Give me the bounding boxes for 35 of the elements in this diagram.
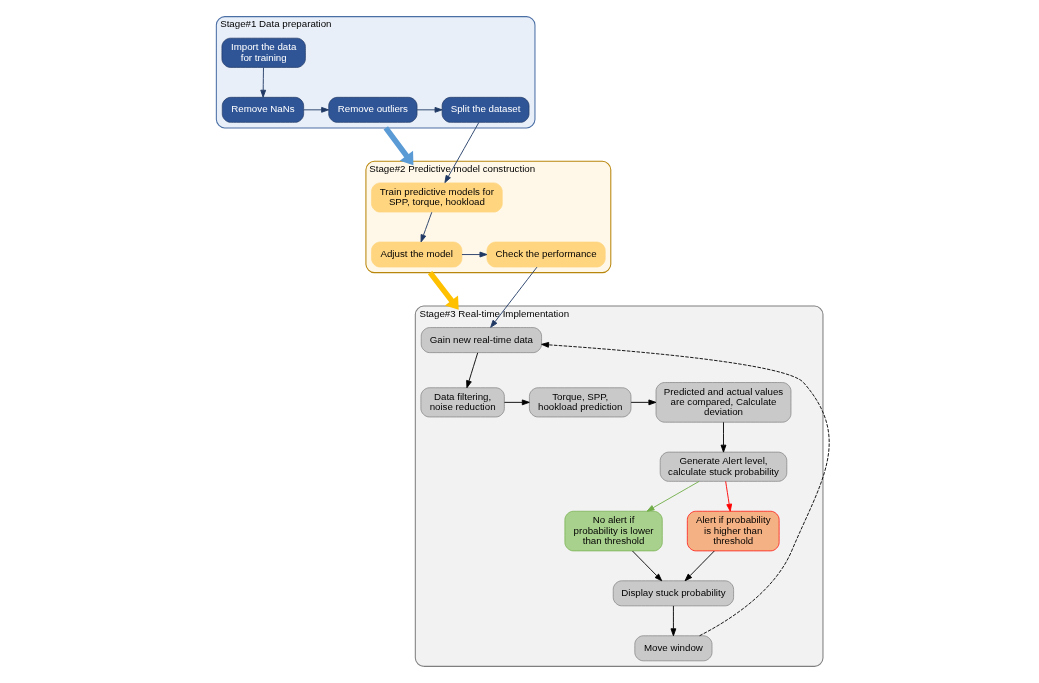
node-box: Check the performance [486,241,606,268]
arrow [631,550,662,582]
node-box: Alert if probability is higher than threshold [686,510,779,552]
arrow [503,399,530,406]
arrow [630,399,656,406]
arrow [720,421,726,453]
arrow [670,605,676,637]
node-box: Remove NaNs [221,96,304,123]
node-box: Train predictive models for SPP, torque, hookload [370,182,503,213]
node-box: No alert if probability is lower than threshold [564,510,663,552]
node-box: Generate Alert level, calculate stuck probability [659,451,787,482]
arrow [420,211,432,243]
arrow [443,122,479,184]
node-box: Display stuck probability [612,580,734,607]
arrow [489,266,537,328]
arrow [724,480,732,512]
arrow [416,106,442,113]
node-box: Move window [633,635,712,662]
arrow [461,251,487,258]
node-box: Adjust the model [370,241,462,268]
arrow [465,352,478,389]
arrow [383,126,413,166]
arrow [302,106,329,113]
arrow [259,67,266,98]
arrow [540,341,829,637]
arrow [646,480,700,512]
node-box: Gain new real-time data [420,327,542,353]
node-box: Torque, SPP, hookload prediction [528,387,631,418]
node-box: Split the dataset [441,96,529,123]
arrow [427,270,459,310]
node-box: Predicted and actual values are compared, Calculate deviation [655,382,791,423]
node-box: Import the data for training [221,37,306,68]
node-box: Remove outliers [327,96,417,123]
node-box: Data filtering, noise reduction [420,387,505,418]
arrow [684,550,715,582]
